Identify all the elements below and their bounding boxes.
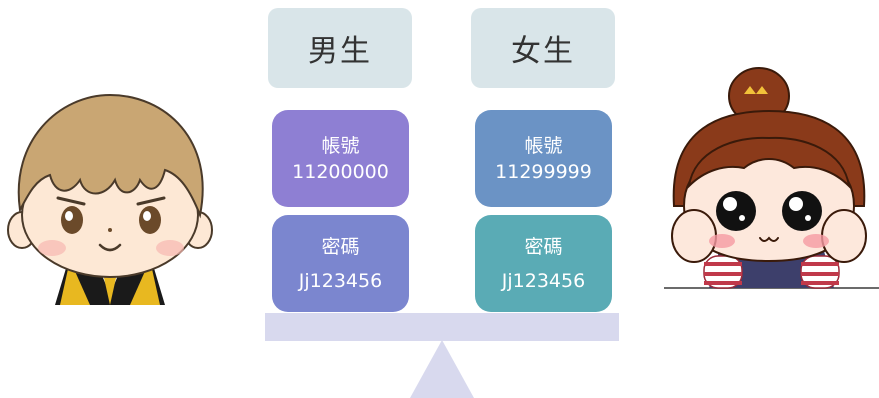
balance-beam xyxy=(265,313,619,341)
female-password-label: 密碼 xyxy=(524,235,563,258)
female-password-value: Jj123456 xyxy=(501,269,586,292)
male-header: 男生 xyxy=(268,8,412,88)
female-title: 女生 xyxy=(511,34,575,69)
girl-cartoon-icon xyxy=(664,67,879,289)
male-account-card: 帳號 11200000 xyxy=(272,110,409,207)
male-password-label: 密碼 xyxy=(321,235,360,258)
male-account-label: 帳號 xyxy=(321,134,360,157)
balance-fulcrum xyxy=(410,340,474,398)
male-account-value: 11200000 xyxy=(292,160,389,183)
female-account-value: 11299999 xyxy=(495,160,592,183)
female-password-card: 密碼 Jj123456 xyxy=(475,215,612,312)
female-account-card: 帳號 11299999 xyxy=(475,110,612,207)
male-title: 男生 xyxy=(308,34,372,69)
female-account-label: 帳號 xyxy=(524,134,563,157)
male-password-value: Jj123456 xyxy=(298,269,383,292)
boy-cartoon-icon xyxy=(7,93,213,305)
male-password-card: 密碼 Jj123456 xyxy=(272,215,409,312)
female-header: 女生 xyxy=(471,8,615,88)
